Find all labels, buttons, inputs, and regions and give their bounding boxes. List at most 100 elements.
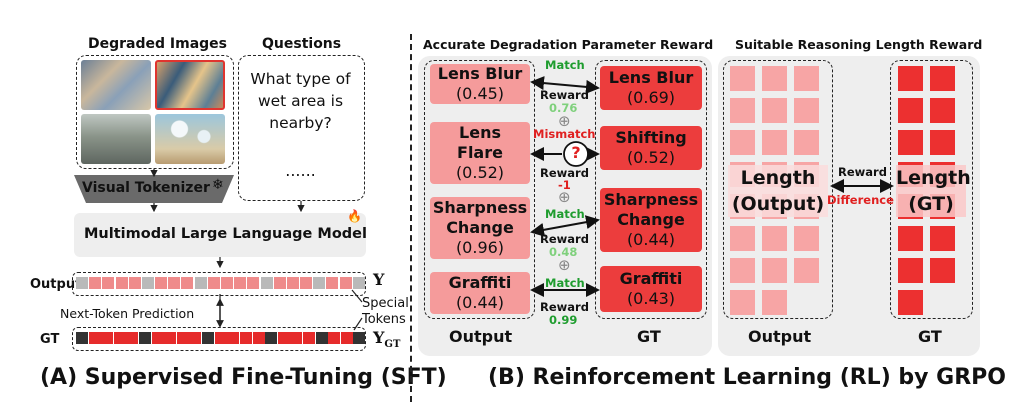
oplus-icon-3: ⊕ bbox=[558, 256, 571, 274]
token-lred bbox=[286, 277, 299, 289]
gt-card-value: (0.52) bbox=[626, 148, 676, 167]
token-gray bbox=[260, 277, 273, 289]
reward-label-2: Reward bbox=[540, 166, 589, 180]
gt-card-value: (0.44) bbox=[626, 230, 676, 249]
ygt-symbol: YGT bbox=[373, 328, 400, 350]
y-symbol: Y bbox=[373, 270, 385, 289]
length-output-cell bbox=[794, 226, 819, 251]
output-card-graffiti: Graffiti (0.44) bbox=[430, 272, 530, 314]
accuracy-reward-title: Accurate Degradation Parameter Reward bbox=[423, 37, 714, 52]
gt-card-sharpness-change: Sharpness Change (0.44) bbox=[600, 188, 702, 252]
special-tokens-label: Special Tokens bbox=[362, 296, 409, 328]
special-tokens-line-2: Tokens bbox=[362, 312, 406, 327]
length-output-line-1: Length bbox=[740, 167, 816, 189]
length-output-label: Length (Output) bbox=[728, 165, 828, 217]
reward-label-4: Reward bbox=[540, 300, 589, 314]
gt-card-value: (0.43) bbox=[626, 289, 676, 308]
token-lred bbox=[115, 277, 128, 289]
length-output-cell bbox=[762, 258, 787, 283]
token-black bbox=[353, 332, 366, 344]
reward-value-4: 0.99 bbox=[549, 313, 578, 327]
length-output-cell bbox=[794, 258, 819, 283]
length-output-cell bbox=[762, 226, 787, 251]
reward-label-3: Reward bbox=[540, 232, 589, 246]
gt-card-name: Lens Blur bbox=[608, 68, 694, 87]
rl-gt-label: GT bbox=[637, 327, 661, 346]
token-red bbox=[88, 332, 101, 344]
token-red bbox=[239, 332, 252, 344]
token-red bbox=[101, 332, 114, 344]
token-black bbox=[315, 332, 328, 344]
degraded-image-3 bbox=[81, 114, 151, 164]
token-lred bbox=[181, 277, 194, 289]
degraded-images-title: Degraded Images bbox=[88, 36, 227, 52]
token-lred bbox=[102, 277, 115, 289]
sft-output-label: Output bbox=[30, 277, 82, 292]
questions-box: What type of wet area is nearby? ...... bbox=[238, 55, 365, 201]
rl-output-label: Output bbox=[449, 327, 513, 346]
length-gt-label: Length (GT) bbox=[896, 165, 971, 217]
snowflake-icon: ❄ bbox=[212, 177, 224, 193]
token-red bbox=[277, 332, 290, 344]
token-black bbox=[265, 332, 278, 344]
length-output-cell bbox=[730, 130, 755, 155]
token-lred bbox=[128, 277, 141, 289]
token-red bbox=[302, 332, 315, 344]
length-gt-cell bbox=[930, 66, 955, 91]
token-red bbox=[164, 332, 177, 344]
reward-value-2: -1 bbox=[558, 178, 571, 192]
length-gt-line-1: Length bbox=[896, 167, 971, 189]
token-red bbox=[113, 332, 126, 344]
visual-tokenizer-shape bbox=[74, 175, 234, 203]
length-gt-cell bbox=[898, 258, 923, 283]
rl-caption: (B) Reinforcement Learning (RL) by GRPO bbox=[488, 365, 1006, 390]
length-gt-cell bbox=[898, 130, 923, 155]
fire-icon: 🔥 bbox=[347, 209, 362, 223]
token-red bbox=[176, 332, 189, 344]
token-red bbox=[340, 332, 353, 344]
output-card-name: Lens Flare bbox=[457, 123, 503, 162]
token-lred bbox=[89, 277, 102, 289]
sft-arrows bbox=[150, 169, 305, 300]
degraded-images-box bbox=[76, 55, 234, 169]
token-red bbox=[189, 332, 202, 344]
rl-output-column bbox=[424, 60, 535, 319]
output-token-row bbox=[72, 272, 366, 296]
question-more-card: ...... bbox=[244, 156, 357, 194]
degraded-image-1 bbox=[81, 60, 151, 110]
length-output-cell bbox=[730, 258, 755, 283]
questions-title: Questions bbox=[262, 36, 342, 52]
match-label-1: Match bbox=[545, 58, 585, 72]
sft-gt-label: GT bbox=[40, 332, 60, 347]
token-lred bbox=[155, 277, 168, 289]
token-lred bbox=[300, 277, 313, 289]
token-gray bbox=[76, 277, 88, 289]
length-output-line-2: (Output) bbox=[731, 193, 825, 215]
length-output-cell bbox=[762, 130, 787, 155]
token-black bbox=[139, 332, 152, 344]
output-card-value: (0.52) bbox=[455, 163, 505, 182]
length-reward-title: Suitable Reasoning Length Reward bbox=[735, 37, 983, 52]
token-black bbox=[202, 332, 215, 344]
gt-card-name: Shifting bbox=[615, 128, 687, 147]
length-gt-cell bbox=[898, 98, 923, 123]
degraded-image-2 bbox=[155, 60, 225, 110]
output-card-value: (0.96) bbox=[455, 238, 505, 257]
output-card-name: Lens Blur bbox=[437, 64, 523, 83]
token-gray bbox=[352, 277, 365, 289]
mllm-label: Multimodal Large Language Model bbox=[84, 226, 367, 242]
mismatch-question-icon: ? bbox=[571, 143, 581, 162]
gt-card-shifting: Shifting (0.52) bbox=[600, 126, 702, 170]
ygt-subscript: GT bbox=[384, 339, 401, 351]
token-lred bbox=[207, 277, 220, 289]
token-gray bbox=[313, 277, 326, 289]
gt-card-name: Sharpness Change bbox=[603, 190, 699, 229]
token-lred bbox=[326, 277, 339, 289]
length-output-cell bbox=[762, 66, 787, 91]
output-card-lens-flare: Lens Flare (0.52) bbox=[430, 122, 530, 184]
token-red bbox=[252, 332, 265, 344]
length-output-cell bbox=[730, 98, 755, 123]
length-gt-cell bbox=[930, 98, 955, 123]
length-output-cell bbox=[730, 226, 755, 251]
token-red bbox=[328, 332, 341, 344]
